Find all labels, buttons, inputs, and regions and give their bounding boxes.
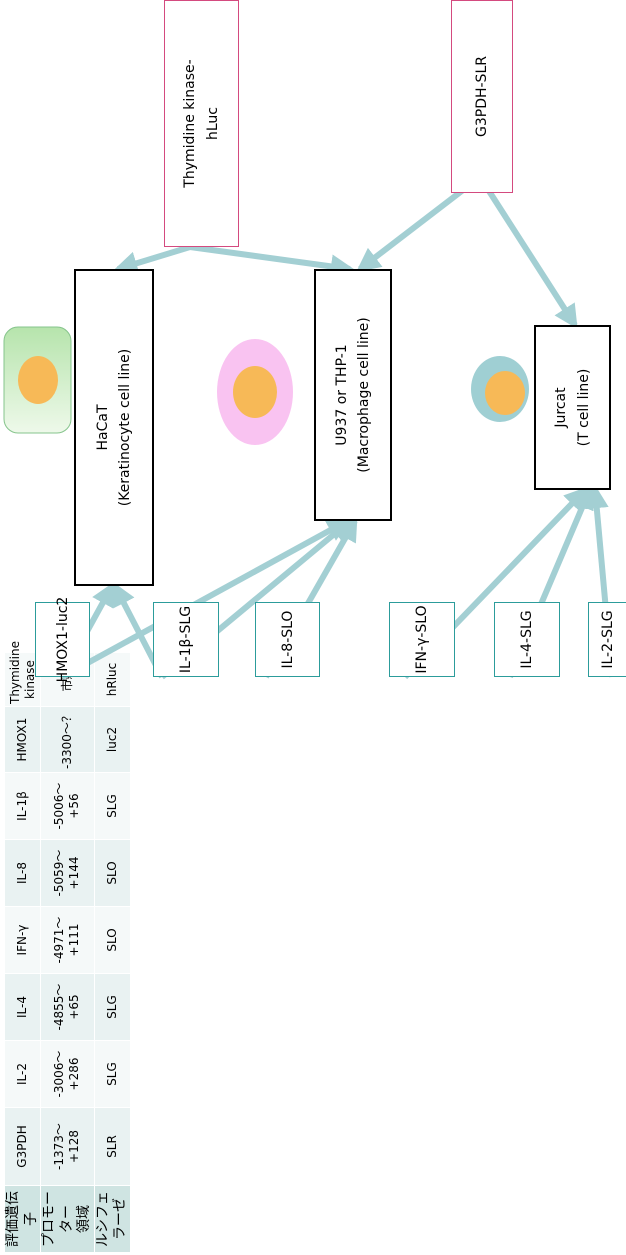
- u937-name: U937 or THP-1: [333, 344, 350, 446]
- hacat-desc: (Keratinocyte cell line): [117, 348, 133, 507]
- reporter-il4-slg: IL-4-SLG: [494, 602, 560, 677]
- arrow-tk-hacat: [113, 244, 191, 275]
- jurcat-name: Jurcat: [553, 387, 570, 428]
- cell-line-jurcat: Jurcat (T cell line): [534, 325, 611, 490]
- t-cell-icon: [471, 356, 529, 422]
- control-tk-hluc: Thymidine kinase- hLuc: [164, 0, 239, 247]
- reporter-il2-slg: IL-2-SLG: [588, 602, 626, 677]
- arrow-tk-u937: [189, 244, 355, 279]
- keratinocyte-icon: [3, 326, 72, 434]
- reporter-ifng-slo: IFN-γ-SLO: [389, 602, 455, 677]
- hacat-name: HaCaT: [94, 404, 111, 451]
- reporter-il8-slo: IL-8-SLO: [255, 602, 320, 677]
- arrow-hmox1-u937: [60, 518, 352, 680]
- cell-line-hacat: HaCaT (Keratinocyte cell line): [74, 269, 154, 586]
- u937-desc: (Macrophage cell line): [356, 317, 372, 473]
- reporter-il1b-slg: IL-1β-SLG: [153, 602, 219, 677]
- reporter-hmox1-luc2: HMOX1-luc2: [35, 597, 90, 682]
- arrow-g3pdh-jurcat: [477, 175, 578, 330]
- jurcat-desc: (T cell line): [575, 368, 592, 447]
- control-g3pdh-slr: G3PDH-SLR: [451, 0, 513, 193]
- cell-line-u937: U937 or THP-1 (Macrophage cell line): [314, 269, 392, 521]
- macrophage-icon: [217, 339, 293, 445]
